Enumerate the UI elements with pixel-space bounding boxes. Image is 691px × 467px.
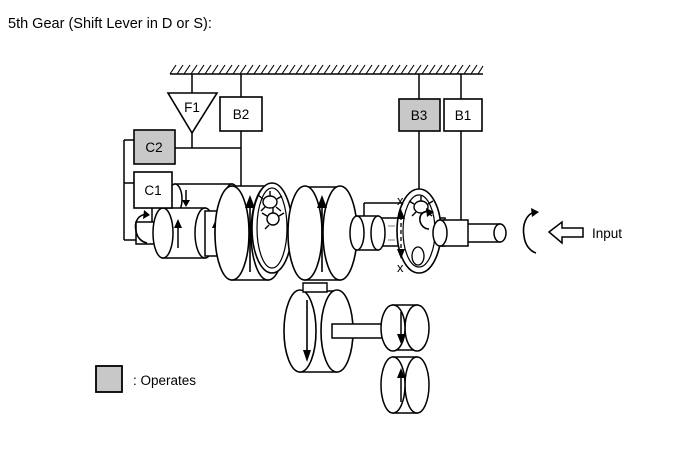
stationary-indicator: x x — [397, 193, 405, 275]
element-F1[interactable]: F1 — [166, 92, 219, 135]
legend-label: : Operates — [133, 373, 196, 388]
right-planetary-set: x x — [396, 188, 469, 275]
element-C1-label: C1 — [144, 183, 161, 198]
element-B1-label: B1 — [455, 108, 472, 123]
element-F1-label: F1 — [184, 100, 200, 115]
input-label: Input — [592, 226, 622, 241]
ground-drop-lines — [191, 74, 462, 99]
x-mark-bottom: x — [397, 260, 404, 275]
legend-swatch — [95, 365, 123, 393]
center-collar — [349, 215, 386, 251]
rotation-arrows — [134, 208, 539, 254]
page-title: 5th Gear (Shift Lever in D or S): — [8, 16, 212, 32]
x-mark-top: x — [397, 193, 404, 208]
left-planetary-carrier — [251, 182, 293, 274]
element-C2[interactable]: C2 — [133, 129, 176, 165]
element-C1[interactable]: C1 — [133, 171, 173, 209]
element-B1[interactable]: B1 — [443, 98, 483, 132]
element-B2[interactable]: B2 — [219, 96, 263, 132]
counter-gear-assembly — [283, 282, 430, 414]
ground-hatching — [169, 64, 484, 75]
left-pinion-gears — [257, 191, 285, 230]
input-arrow — [547, 220, 584, 245]
element-B2-label: B2 — [233, 107, 250, 122]
element-C2-label: C2 — [145, 140, 162, 155]
legend: : Operates — [95, 365, 196, 393]
element-B3-label: B3 — [411, 108, 428, 123]
element-B3[interactable]: B3 — [398, 98, 441, 132]
